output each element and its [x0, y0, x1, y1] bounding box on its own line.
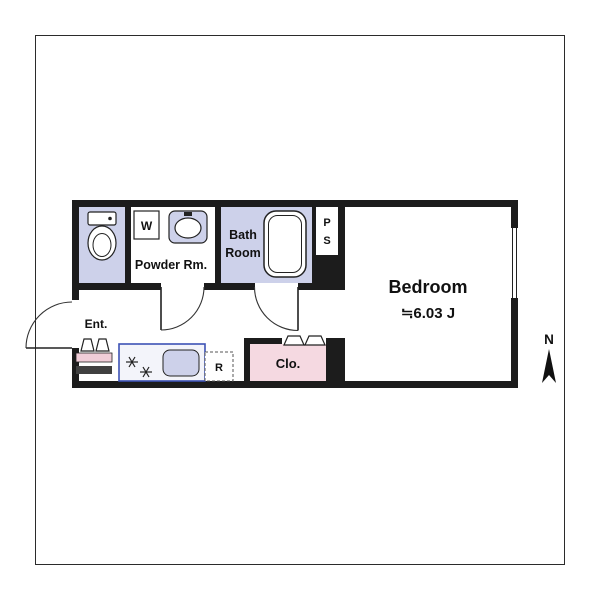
wall-corridor-2	[204, 283, 255, 290]
pipe-space-label-line2: S	[323, 235, 330, 247]
slipper-icon	[95, 338, 110, 352]
bathroom-label-line2: Room	[225, 246, 260, 260]
wall-left-upper	[72, 200, 79, 300]
bathtub-icon	[263, 210, 307, 278]
toilet-button	[108, 216, 112, 221]
closet-floor	[250, 344, 326, 381]
wall-right-upper	[511, 200, 518, 228]
refrigerator-label: R	[215, 362, 223, 374]
folding-door-icon	[283, 335, 326, 346]
wall-toilet-powder	[125, 200, 131, 290]
window-icon	[511, 228, 518, 298]
washbasin-icon	[168, 210, 208, 244]
door-swing-arc	[160, 286, 205, 331]
compass-needle	[542, 349, 556, 383]
wall-left-lower	[72, 348, 79, 388]
refrigerator-box	[204, 351, 234, 382]
entrance-label: Ent.	[85, 317, 108, 331]
folding-door-panel	[283, 335, 305, 346]
toilet-bowl-inner	[92, 233, 112, 257]
wall-closet-top	[244, 338, 282, 344]
wall-right-lower	[511, 298, 518, 388]
washbasin-bowl	[174, 217, 202, 239]
entrance-area	[75, 338, 113, 374]
toilet-bowl	[87, 225, 117, 261]
compass-north-label: N	[544, 332, 554, 347]
slipper-icon	[80, 338, 95, 352]
door-swing-arc	[25, 301, 73, 349]
closet-label: Clo.	[276, 356, 301, 371]
powder-room-label: Powder Rm.	[135, 258, 207, 272]
toilet-icon	[87, 211, 117, 261]
bathroom-door	[253, 286, 299, 332]
wall-bottom	[72, 381, 518, 388]
toilet-tank	[87, 211, 117, 226]
washer-label: W	[141, 219, 153, 233]
bathroom-label-line1: Bath	[229, 228, 257, 242]
entrance-mat	[76, 366, 112, 374]
compass-north-icon: N	[542, 332, 556, 383]
wall-closet-bedroom	[326, 338, 345, 381]
bedroom-label: Bedroom	[388, 277, 467, 297]
bathtub-inner	[268, 215, 302, 273]
stove-burner-icon	[126, 356, 152, 378]
pipe-space-box	[316, 207, 338, 255]
entrance-step	[75, 352, 113, 363]
washer-box	[133, 210, 160, 240]
bedroom-size-label: ≒6.03 J	[401, 305, 455, 322]
folding-door-panel	[304, 335, 326, 346]
wall-powder-bath	[215, 200, 221, 290]
window-opening	[511, 228, 518, 298]
kitchen-unit	[118, 343, 206, 382]
powder-room-door	[160, 286, 205, 331]
wall-corridor-3	[298, 283, 314, 290]
wall-top	[72, 200, 518, 207]
entrance-door	[25, 301, 73, 349]
page-border	[35, 35, 565, 565]
bathtub-outer	[263, 210, 307, 278]
washbasin-faucet	[184, 212, 192, 216]
wall-corridor-1	[72, 283, 161, 290]
kitchen-sink-icon	[162, 349, 200, 377]
door-swing-arc	[253, 286, 299, 332]
wall-closet-left	[244, 338, 250, 381]
pipe-space-label-line1: P	[323, 217, 330, 229]
